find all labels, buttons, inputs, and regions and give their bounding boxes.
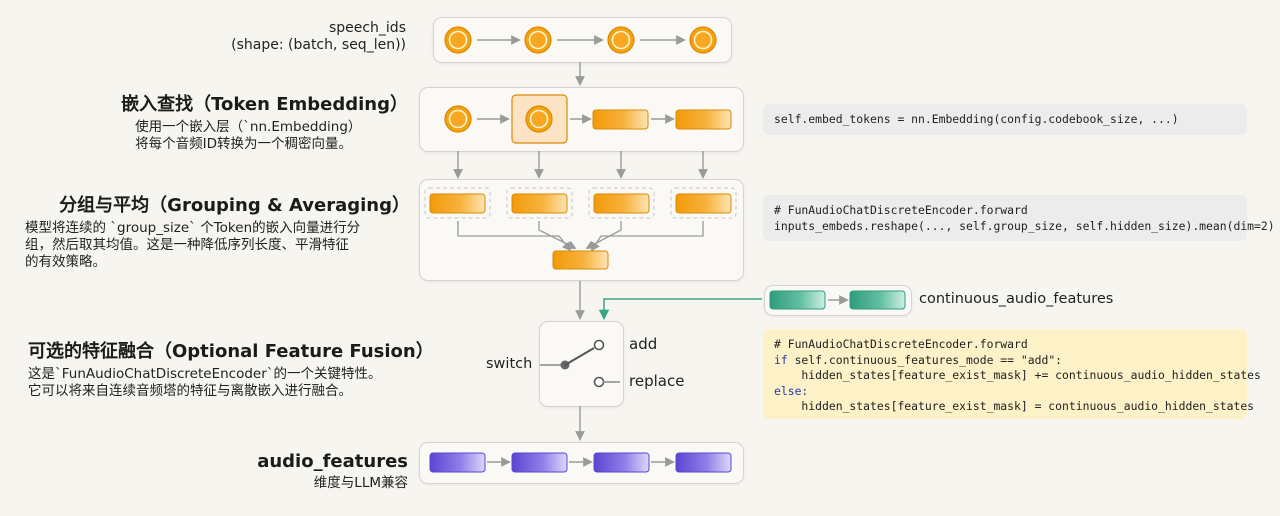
input-label: speech_ids (shape: (batch, seq_len))	[231, 20, 406, 54]
continuous-to-switch-line	[598, 298, 762, 321]
option-replace: replace	[629, 372, 685, 390]
input-token-4-inner	[693, 30, 713, 50]
group-vector-4	[675, 193, 732, 214]
embedding-code: self.embed_tokens = nn.Embedding(config.…	[763, 104, 1247, 135]
fusion-code-comment: # FunAudioChatDiscreteEncoder.forward	[774, 337, 1028, 351]
embed-vector-1	[592, 109, 649, 130]
embedding-code-line: self.embed_tokens = nn.Embedding(config.…	[774, 112, 1179, 126]
fusion-title: 可选的特征融合（Optional Feature Fusion）	[28, 341, 434, 362]
group-vector-3	[593, 193, 650, 214]
embed-vector-2	[675, 109, 732, 130]
embed-token-1-inner	[448, 109, 468, 129]
switch-label: switch	[486, 356, 533, 372]
output-desc: 维度与LLM兼容	[313, 475, 408, 491]
grouping-code-comment: # FunAudioChatDiscreteEncoder.forward	[774, 203, 1028, 217]
input-token-2-inner	[528, 30, 548, 50]
embedding-desc-2: 将每个音频ID转换为一个稠密向量。	[135, 136, 353, 152]
group-dashed-box-3	[588, 187, 655, 219]
fusion-desc-1: 这是`FunAudioChatDiscreteEncoder`的一个关键特性。	[28, 366, 382, 382]
switch-panel	[539, 321, 624, 407]
input-token-3-inner	[611, 30, 631, 50]
merge-line-2	[538, 221, 577, 249]
fusion-code-replace: hidden_states[feature_exist_mask] = cont…	[774, 399, 1255, 413]
group-vector-2	[511, 193, 568, 214]
fusion-code-if-rest: self.continuous_features_mode == "add":	[787, 352, 1063, 367]
group-dashed-box-2	[506, 187, 573, 219]
input-title: speech_ids	[328, 20, 406, 36]
group-vector-1	[429, 193, 486, 214]
group-dashed-box-4	[670, 187, 737, 219]
input-shape: (shape: (batch, seq_len))	[231, 37, 406, 53]
switch-contact-add	[593, 339, 605, 351]
embedding-title: 嵌入查找（Token Embedding）	[121, 94, 408, 115]
embedding-desc-1: 使用一个嵌入层（`nn.Embedding）	[135, 119, 362, 135]
fusion-code-if: if	[774, 352, 788, 367]
fusion-label: 可选的特征融合（Optional Feature Fusion） 这是`FunA…	[28, 337, 434, 400]
embed-token-2-inner	[529, 109, 549, 129]
grouping-label: 分组与平均（Grouping & Averaging） 模型将连续的 `grou…	[25, 191, 410, 271]
output-vector-3	[593, 452, 650, 473]
option-add: add	[629, 335, 658, 353]
output-label: audio_features 维度与LLM兼容	[257, 451, 408, 492]
switch-contact-replace	[593, 376, 605, 388]
continuous-vector-2	[849, 290, 906, 310]
switch-lever	[564, 347, 595, 366]
continuous-label: continuous_audio_features	[919, 291, 1114, 307]
merge-line-1	[457, 221, 572, 252]
fusion-desc-2: 它可以将来自连续音频塔的特征与离散嵌入进行融合。	[28, 383, 352, 399]
output-vector-4	[675, 452, 732, 473]
group-dashed-box-1	[424, 187, 491, 219]
merge-line-4	[591, 221, 704, 252]
fusion-code-add: hidden_states[feature_exist_mask] += con…	[774, 368, 1261, 382]
grouping-desc-2: 组，然后取其均值。这是一种降低序列长度、平滑特征	[25, 237, 349, 253]
fusion-code-else: else:	[774, 383, 809, 398]
grouping-code-line: inputs_embeds.reshape(..., self.group_si…	[774, 218, 1275, 233]
input-token-1-inner	[448, 30, 468, 50]
merge-line-3	[585, 221, 622, 249]
output-title: audio_features	[257, 451, 408, 472]
embedding-label: 嵌入查找（Token Embedding） 使用一个嵌入层（`nn.Embedd…	[121, 90, 408, 153]
output-vector-1	[429, 452, 486, 473]
grouping-desc-1: 模型将连续的 `group_size` 个Token的嵌入向量进行分	[25, 220, 361, 236]
output-vector-2	[511, 452, 568, 473]
continuous-vector-1	[769, 290, 826, 310]
grouping-title: 分组与平均（Grouping & Averaging）	[59, 195, 410, 216]
averaged-vector	[552, 250, 609, 270]
grouping-desc-3: 的有效策略。	[25, 254, 106, 270]
